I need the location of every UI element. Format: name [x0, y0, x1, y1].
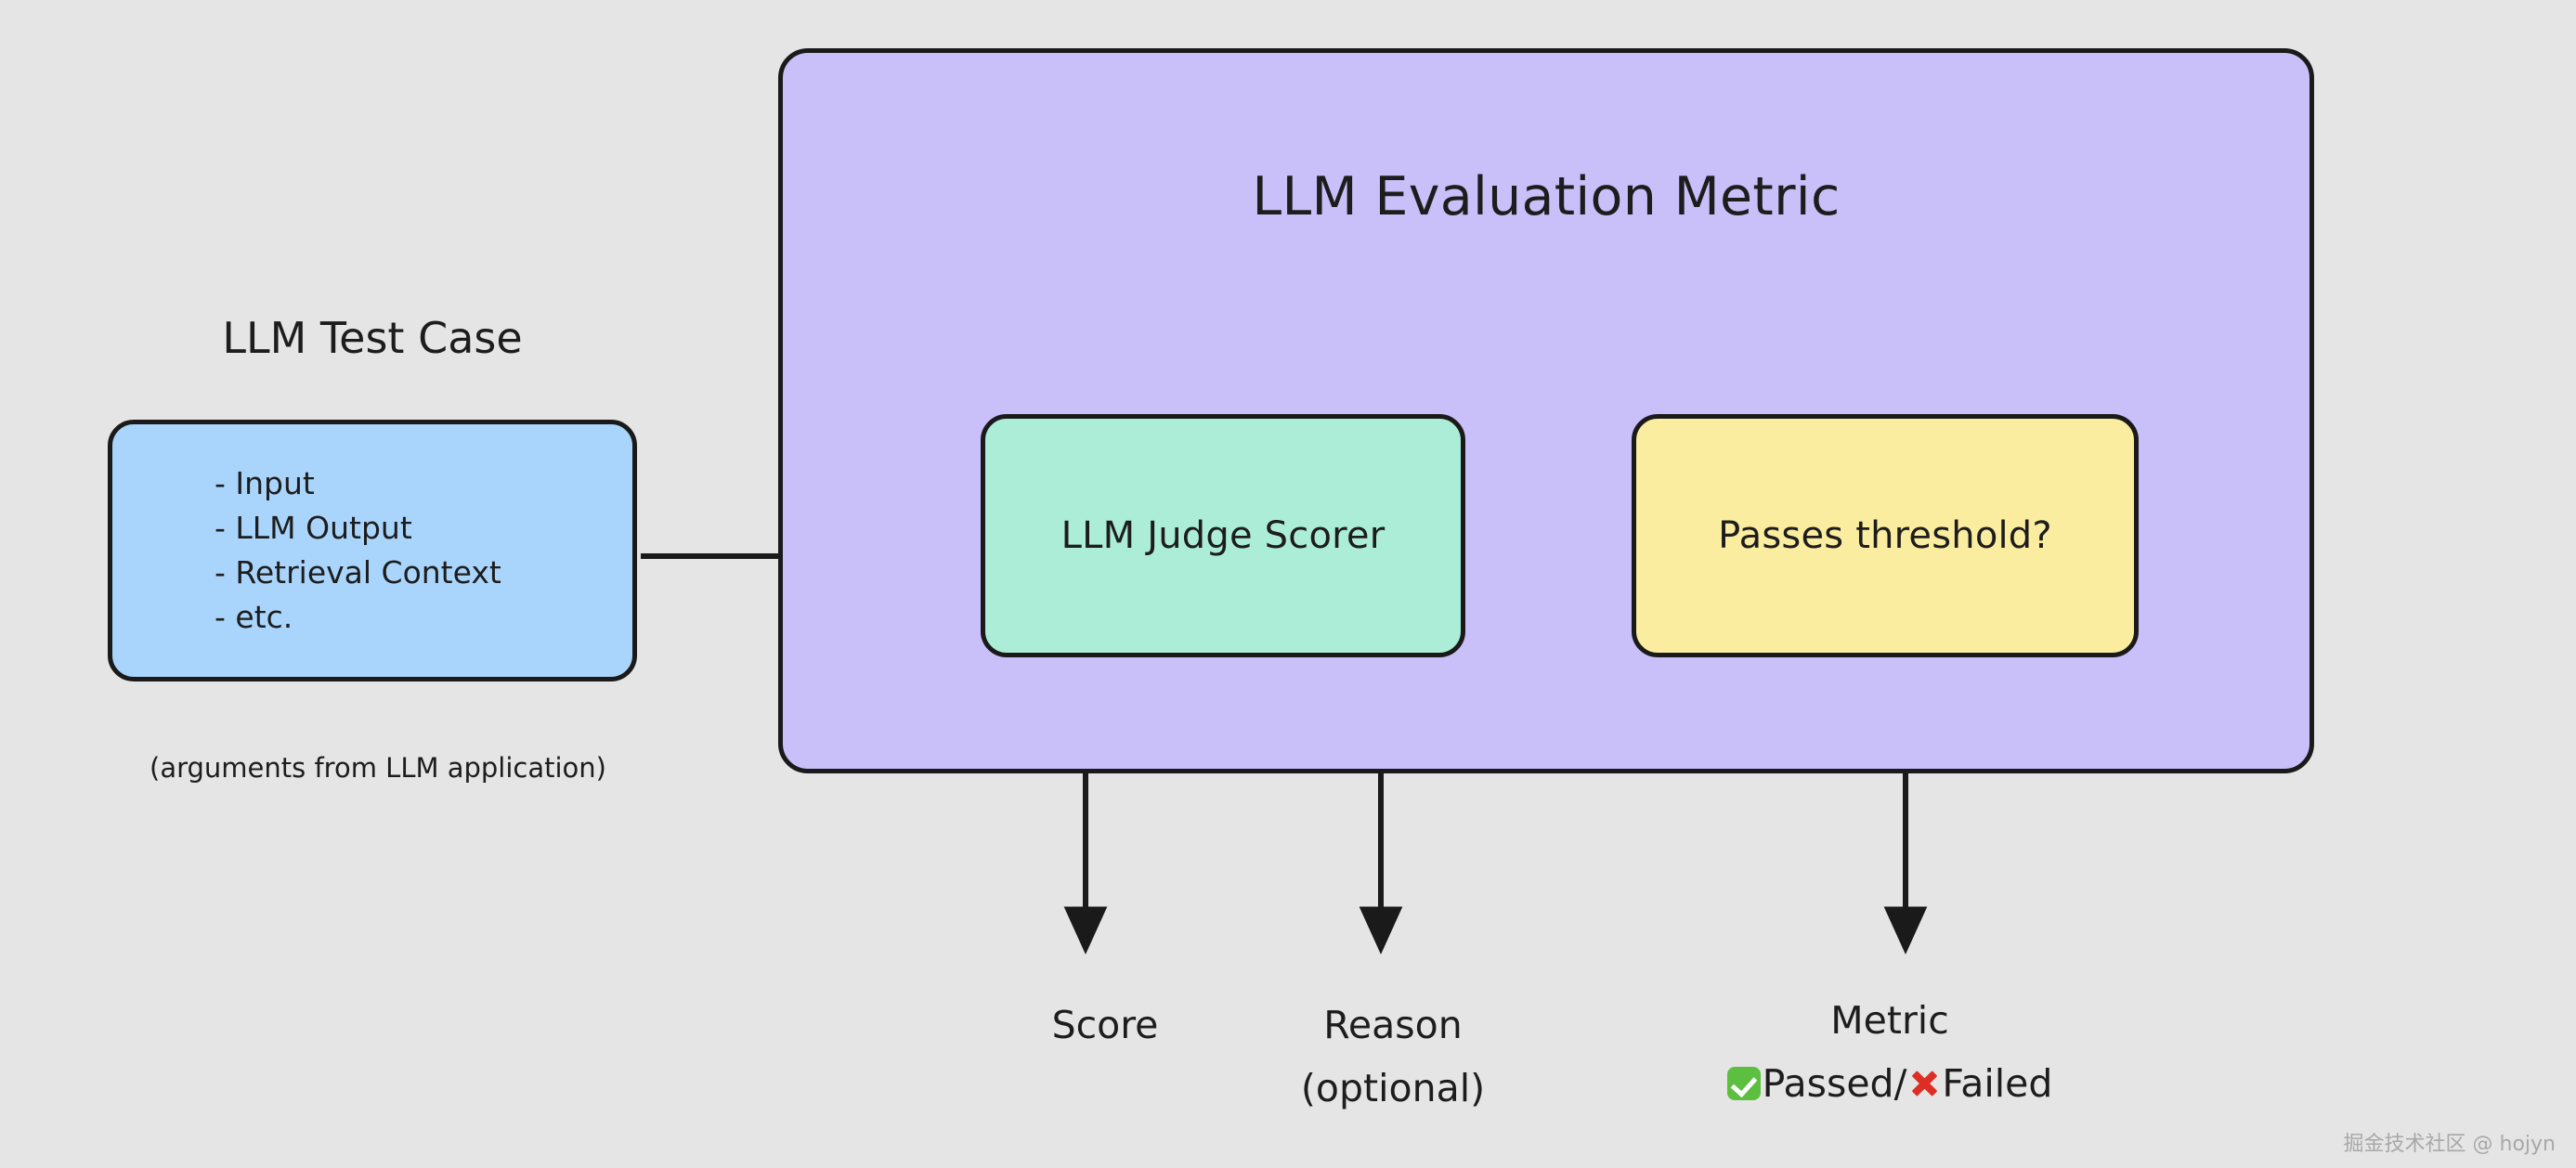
llm-judge-scorer-label: LLM Judge Scorer: [1060, 514, 1386, 557]
output-score: Score: [929, 993, 1281, 1057]
list-item: - Input: [215, 465, 315, 501]
llm-evaluation-metric-container: LLM Evaluation Metric: [778, 48, 2314, 773]
status-separator: /: [1893, 1061, 1907, 1106]
llm-test-case-box: - Input - LLM Output - Retrieval Context…: [108, 420, 637, 681]
llm-test-case-list: - Input - LLM Output - Retrieval Context…: [215, 461, 501, 640]
output-metric-status: Passed / Failed: [1695, 1052, 2085, 1115]
llm-test-case-heading: LLM Test Case: [222, 313, 523, 363]
output-metric-label: Metric: [1830, 998, 1949, 1043]
list-item: - etc.: [215, 599, 293, 635]
output-reason-label: Reason: [1323, 1003, 1463, 1047]
status-passed-text: Passed: [1762, 1061, 1894, 1106]
list-item: - LLM Output: [215, 510, 412, 546]
watermark: 掘金技术社区 @ hojyn: [2343, 1133, 2556, 1156]
llm-test-case-caption: (arguments from LLM application): [150, 752, 606, 784]
llm-evaluation-metric-title: LLM Evaluation Metric: [1252, 166, 1841, 227]
output-metric: Metric Passed / Failed: [1695, 989, 2085, 1115]
passes-threshold-box: Passes threshold?: [1632, 414, 2139, 657]
status-failed-text: Failed: [1942, 1061, 2053, 1106]
list-item: - Retrieval Context: [215, 554, 501, 590]
output-reason: Reason (optional): [1216, 993, 1569, 1120]
output-reason-sublabel: (optional): [1300, 1066, 1486, 1110]
passes-threshold-label: Passes threshold?: [1718, 514, 2052, 557]
cross-mark-icon: [1907, 1067, 1941, 1100]
llm-judge-scorer-box: LLM Judge Scorer: [981, 414, 1465, 657]
white-heavy-check-mark-icon: [1726, 1067, 1761, 1100]
output-score-label: Score: [1051, 1003, 1159, 1047]
